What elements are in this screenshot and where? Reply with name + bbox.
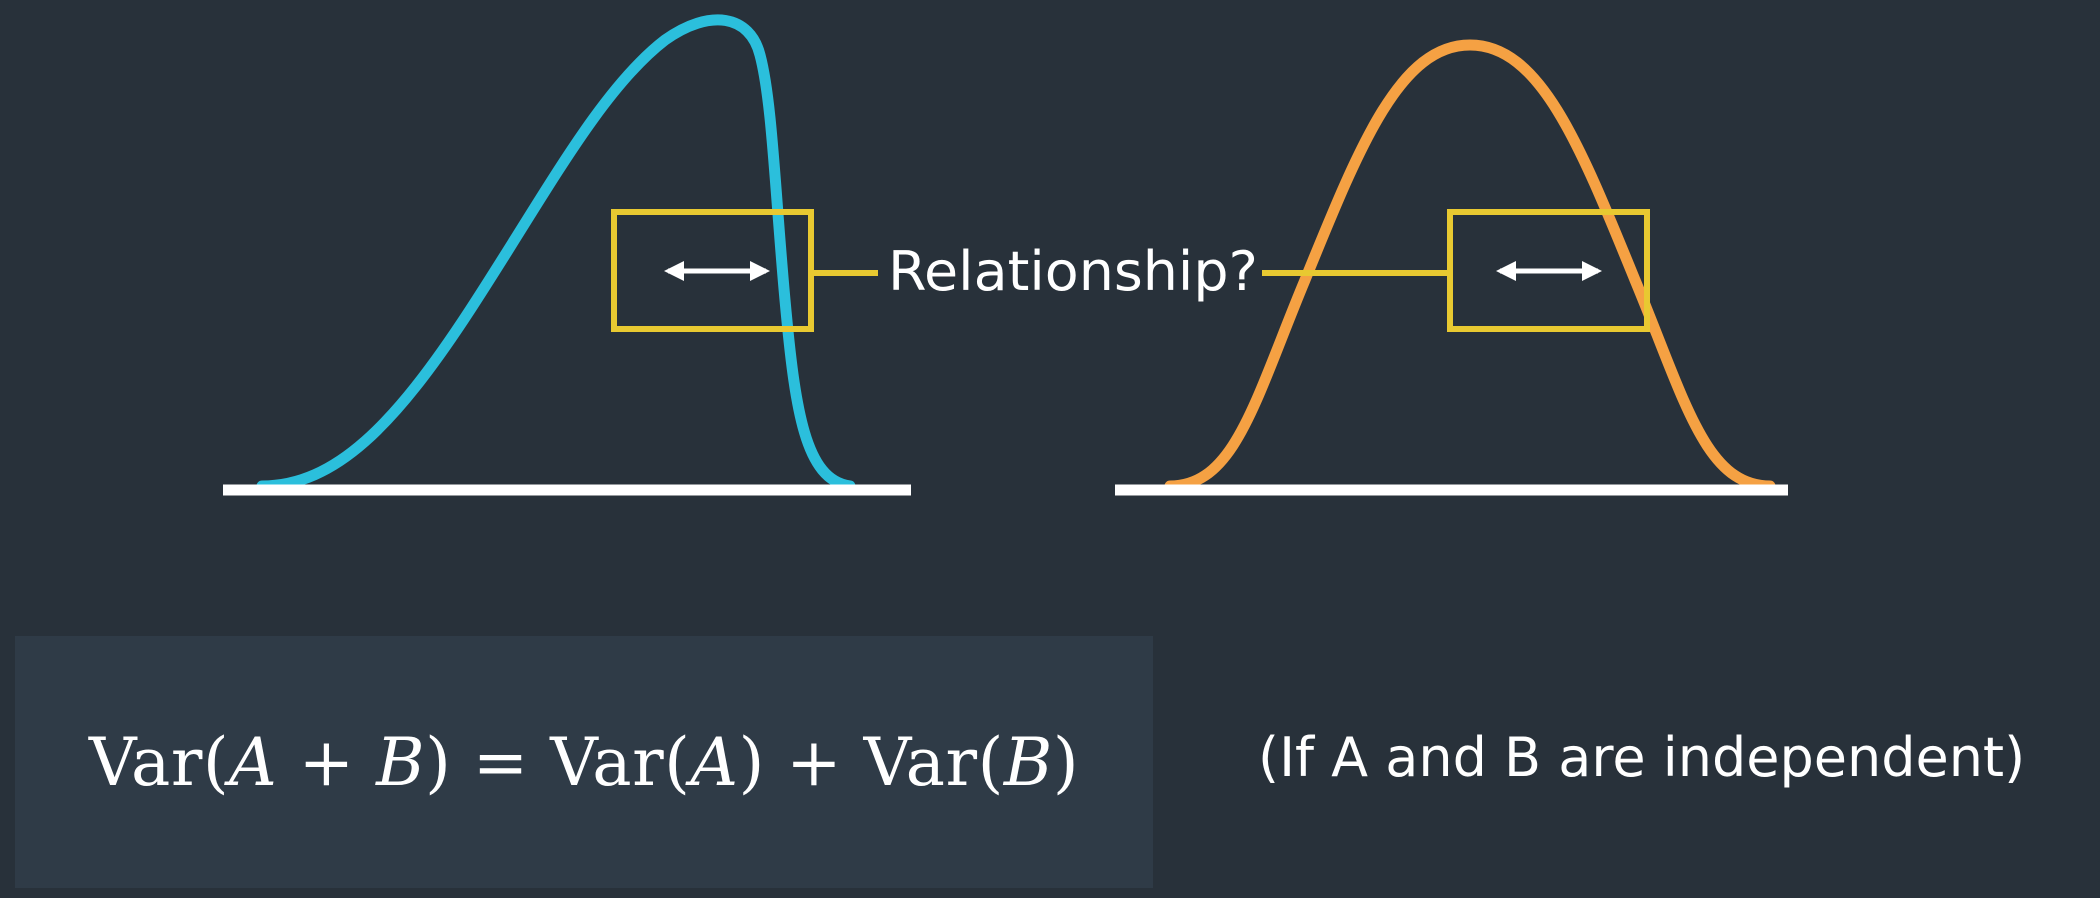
distribution-diagram: Relationship? xyxy=(223,14,1788,496)
formula-var-3: Var xyxy=(863,723,978,801)
formula-plus-2: + xyxy=(764,723,864,801)
formula-plus-1: + xyxy=(277,723,377,801)
formula-variable-b-1: B xyxy=(376,723,426,801)
variance-formula: Var(A + B) = Var(A) + Var(B) xyxy=(15,636,1153,888)
formula-paren-close-3: ) xyxy=(1052,723,1080,801)
formula-paren-close-1: ) xyxy=(425,723,452,801)
formula-variable-a-2: A xyxy=(690,723,739,801)
formula-var-1: Var xyxy=(88,723,203,801)
formula-paren-open-3: ( xyxy=(977,723,1004,801)
formula-paren-open-2: ( xyxy=(664,723,691,801)
formula-panel: Var(A + B) = Var(A) + Var(B) xyxy=(15,636,1153,888)
formula-variable-a-1: A xyxy=(229,723,278,801)
formula-variable-b-2: B xyxy=(1003,723,1053,801)
right-bell-curve xyxy=(1164,39,1776,492)
relationship-label: Relationship? xyxy=(888,240,1258,303)
independence-condition: (If A and B are independent) xyxy=(1258,726,2026,789)
formula-paren-open-1: ( xyxy=(202,723,230,801)
formula-paren-close-2: ) xyxy=(738,723,765,801)
formula-equals: = xyxy=(451,723,551,801)
left-skewed-curve xyxy=(256,14,856,492)
formula-var-2: Var xyxy=(550,723,665,801)
